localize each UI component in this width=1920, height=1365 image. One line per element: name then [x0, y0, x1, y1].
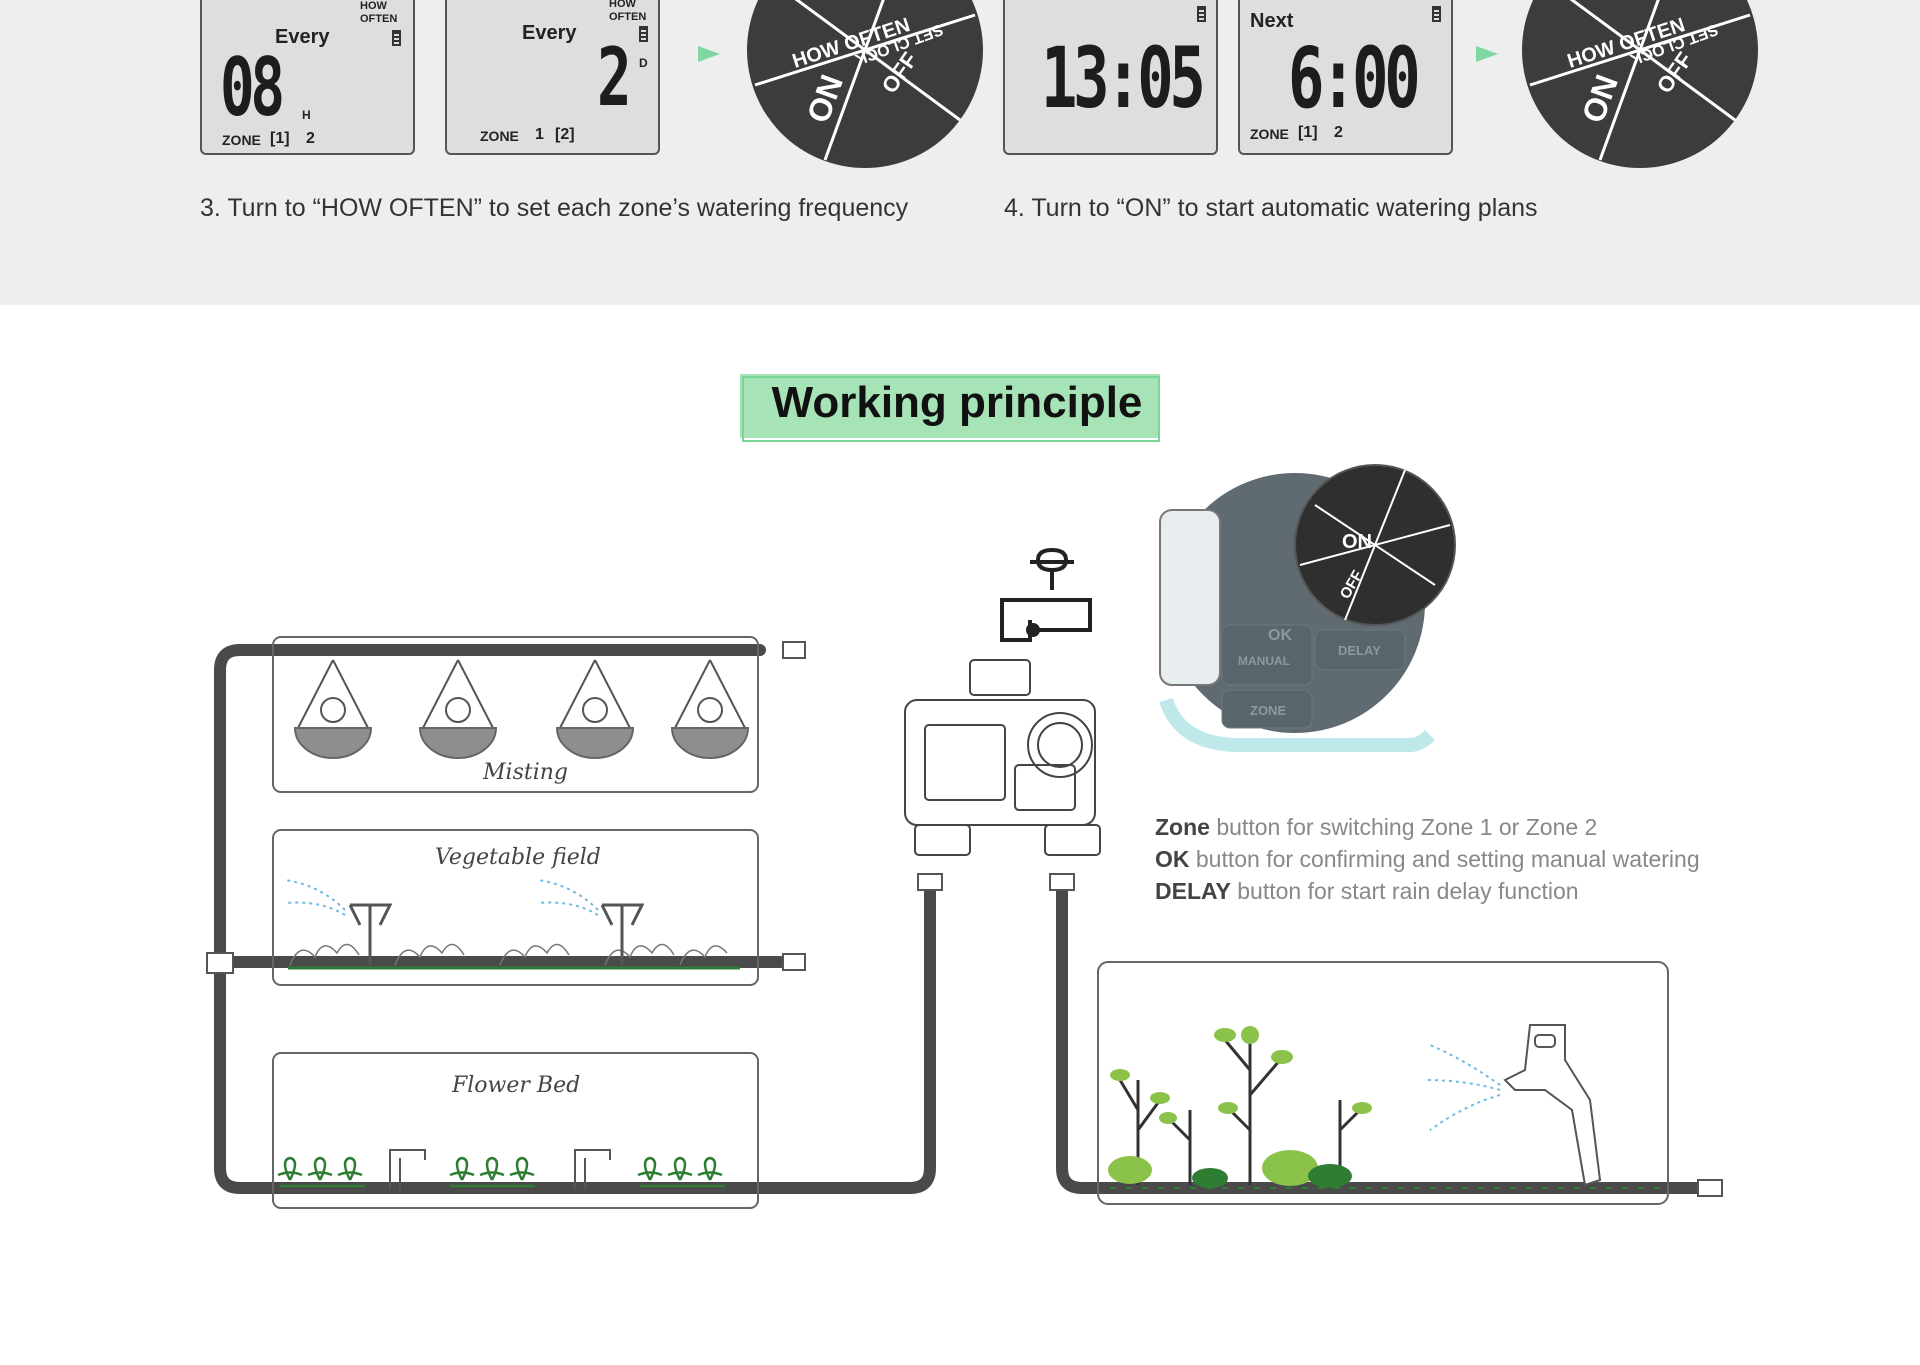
lcd-zone-selected: [1]: [1298, 124, 1318, 141]
spray-gun-icon: [1503, 1024, 1602, 1187]
lcd-label: Next: [1250, 10, 1294, 32]
lcd-mode-top: HOW: [609, 0, 636, 10]
step4-caption: 4. Turn to “ON” to start automatic water…: [1004, 194, 1538, 222]
step3-caption: 3. Turn to “HOW OFTEN” to set each zone’…: [200, 194, 909, 222]
pipe-network: [214, 644, 1716, 1194]
faucet-icon: [1000, 547, 1092, 642]
lcd-step3-every-hours: HOW OFTEN Every 08 H ZONE [1] 2: [200, 0, 415, 155]
lcd-zone-other: 2: [1334, 124, 1343, 141]
misting-label: Misting: [483, 760, 568, 785]
garden-trees: [1108, 1026, 1660, 1189]
legend-zone-key: Zone: [1155, 814, 1210, 840]
battery-icon: [639, 26, 648, 42]
legend-ok: OK button for confirming and setting man…: [1155, 846, 1700, 873]
legend-ok-key: OK: [1155, 846, 1190, 872]
misting-pots: [293, 659, 750, 759]
water-spray: [284, 879, 1501, 1131]
legend-delay-text: button for start rain delay function: [1230, 878, 1579, 904]
battery-icon: [1197, 6, 1206, 22]
zoom-zone-label: ZONE: [1250, 703, 1286, 718]
mode-dial-icon: HOW OFTEN ON OFF SET CLOCK: [1522, 0, 1758, 168]
arrow-right-icon: [1476, 46, 1498, 62]
lcd-unit: D: [639, 56, 648, 70]
zoom-manual-label: MANUAL: [1238, 654, 1290, 668]
lcd-mode-bottom: OFTEN: [360, 13, 398, 25]
lcd-unit: H: [302, 108, 311, 122]
controller-zoom-view: ON OFF OK MANUAL DELAY ZONE: [1159, 464, 1456, 752]
section-title-frame: [742, 376, 1160, 442]
lcd-step3-every-days: HOW OFTEN Every 2 D ZONE 1 [2]: [445, 0, 660, 155]
arrow-right-icon: [698, 46, 720, 62]
lcd-value: 2: [597, 31, 632, 124]
lcd-mode-top: HOW: [360, 0, 387, 12]
lcd-zone-selected: [1]: [270, 130, 290, 147]
lcd-value: 08: [220, 41, 285, 134]
mode-dials: HOW OFTEN ON OFF SET CLOCK HOW OFTEN ON …: [747, 0, 1758, 168]
flower-bed-plants: [277, 1156, 725, 1188]
lcd-zone-one: 1: [535, 126, 544, 143]
legend-delay: DELAY button for start rain delay functi…: [1155, 878, 1579, 905]
zoom-ok-label: OK: [1268, 627, 1292, 644]
pipe-end-caps: [206, 641, 1723, 1197]
section-title: Working principle: [771, 378, 1143, 427]
lcd-zone-selected: [2]: [555, 126, 575, 143]
legend-delay-key: DELAY: [1155, 878, 1231, 904]
controller-device: [904, 659, 1101, 856]
section-title-background: [740, 374, 1160, 438]
mode-dial-icon: HOW OFTEN ON OFF SET CLOCK: [747, 0, 983, 168]
legend-zone-text: button for switching Zone 1 or Zone 2: [1209, 814, 1598, 840]
battery-icon: [1432, 6, 1441, 22]
legend-ok-text: button for confirming and setting manual…: [1189, 846, 1700, 872]
zoom-dial-on: ON: [1342, 531, 1372, 553]
vegetable-field-plants: [289, 903, 728, 966]
flower-bed-label: Flower Bed: [452, 1073, 581, 1098]
lcd-value: 6:00: [1288, 29, 1421, 127]
lcd-zone: ZONE: [222, 132, 261, 148]
lcd-label: Every: [522, 22, 577, 44]
lcd-step4-clock: 13:05: [1003, 0, 1218, 155]
lcd-value: 13:05: [1041, 29, 1206, 127]
lcd-zone: ZONE: [1250, 126, 1289, 142]
lcd-zone-other: 2: [306, 130, 315, 147]
vegetable-field-label: Vegetable field: [435, 845, 601, 870]
garden-panels: [272, 636, 1669, 1209]
zoom-delay-label: DELAY: [1338, 643, 1381, 658]
lcd-mode-bottom: OFTEN: [609, 11, 647, 23]
flower-bed-sprinklers: [389, 1149, 611, 1190]
legend-zone: Zone button for switching Zone 1 or Zone…: [1155, 814, 1597, 841]
lcd-step4-next: Next 6:00 ZONE [1] 2: [1238, 0, 1453, 155]
lcd-zone: ZONE: [480, 128, 519, 144]
battery-icon: [392, 30, 401, 46]
lcd-label: Every: [275, 26, 330, 48]
